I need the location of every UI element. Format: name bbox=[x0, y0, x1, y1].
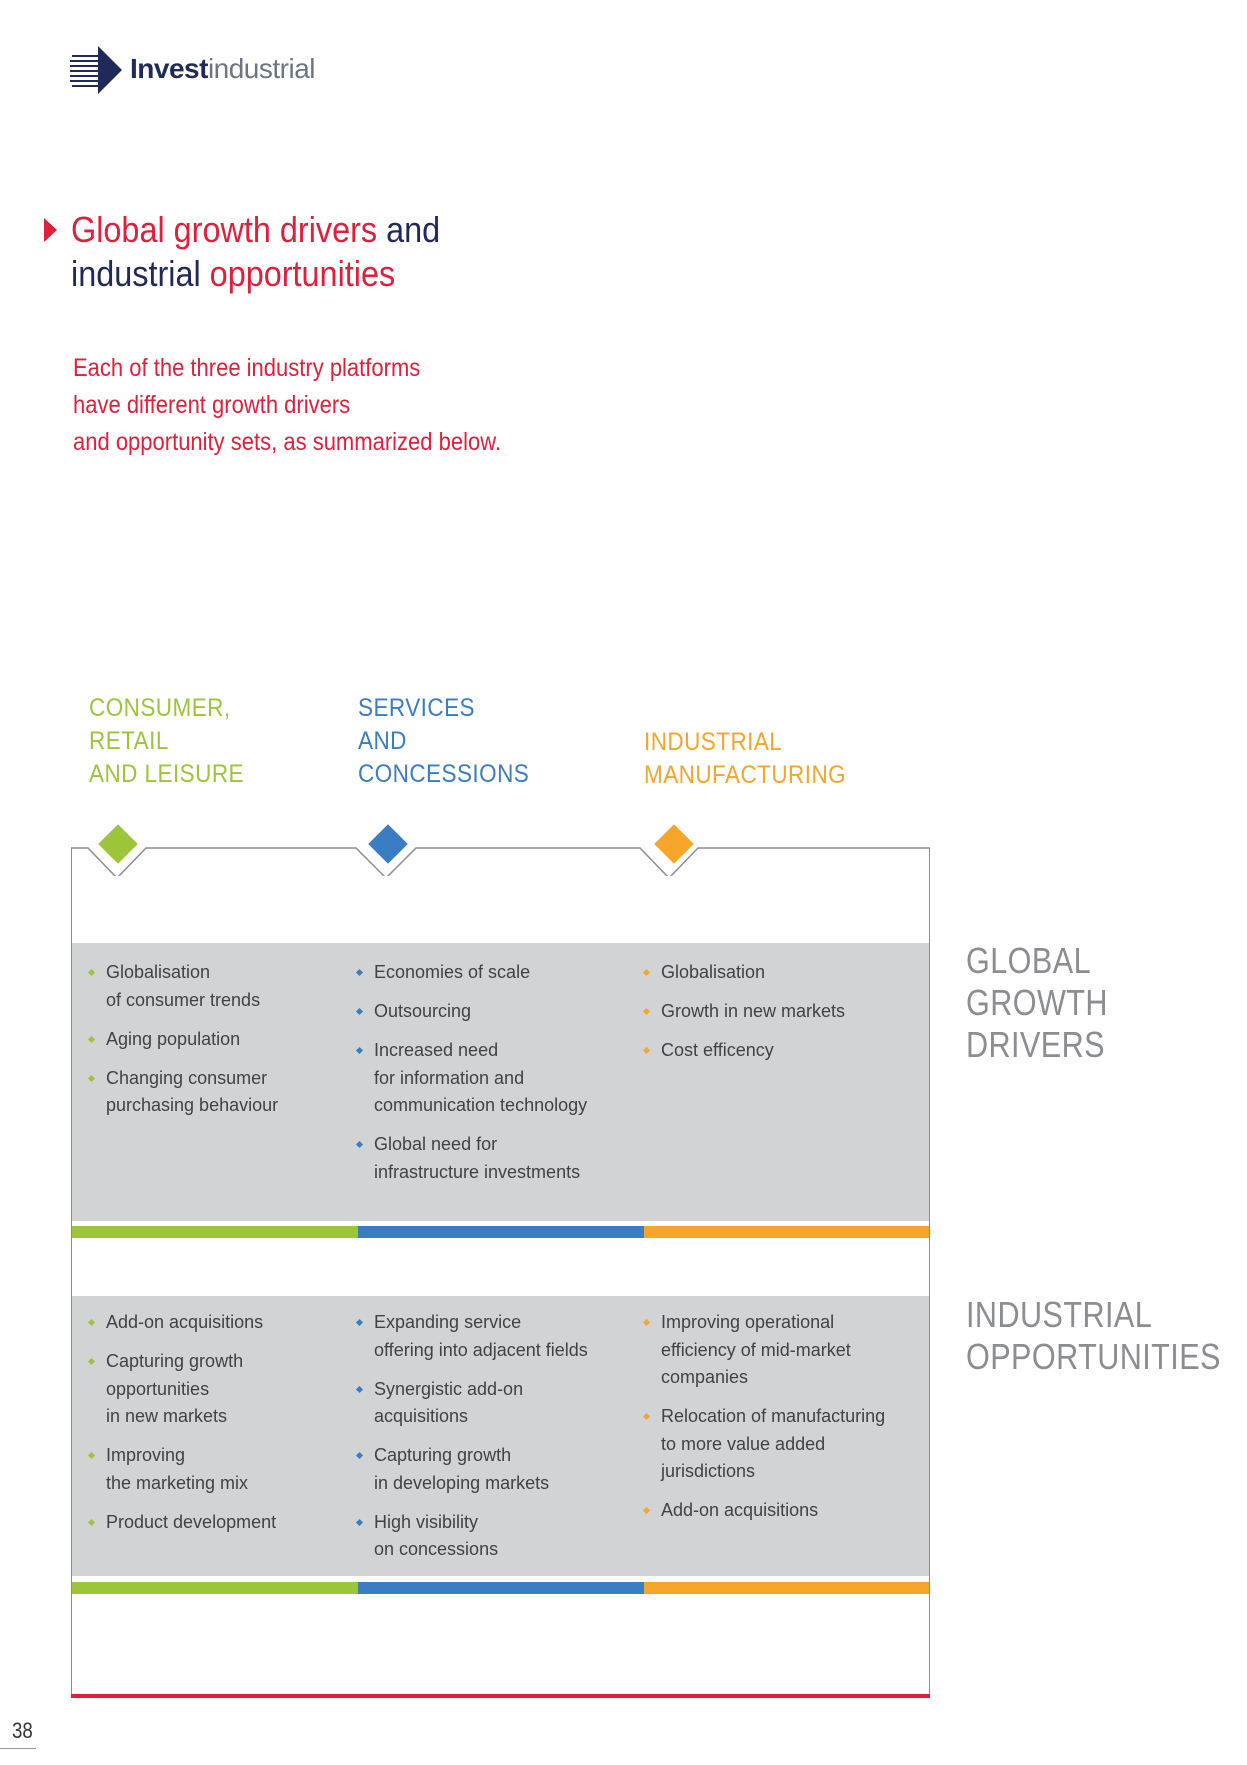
list-item: Outsourcing bbox=[355, 998, 640, 1026]
list-item: Growth in new markets bbox=[642, 998, 927, 1026]
section-label-line: GLOBAL bbox=[966, 940, 1092, 981]
list-item: Economies of scale bbox=[355, 959, 640, 987]
page-title: Global growth drivers and industrial opp… bbox=[71, 208, 440, 296]
list-item: Product development bbox=[87, 1509, 352, 1537]
list-item: Improving operational efficiency of mid-… bbox=[642, 1309, 927, 1392]
list-item: Capturing growth opportunities in new ma… bbox=[87, 1348, 352, 1431]
list-item: Globalisation bbox=[642, 959, 927, 987]
title-part-2: and bbox=[377, 209, 441, 250]
platform-frame bbox=[71, 848, 930, 1696]
list-item: Changing consumer purchasing behaviour bbox=[87, 1065, 352, 1120]
services-color-bar bbox=[358, 1582, 644, 1594]
company-logo: Investindustrial bbox=[70, 44, 330, 100]
title-arrow-icon bbox=[44, 218, 57, 242]
list-item: Improving the marketing mix bbox=[87, 1442, 352, 1497]
list-item: Global need for infrastructure investmen… bbox=[355, 1131, 640, 1186]
heading-line: CONSUMER, bbox=[89, 694, 231, 722]
platform-heading-consumer: CONSUMER, RETAIL AND LEISURE bbox=[89, 692, 244, 791]
intro-line: and opportunity sets, as summarized belo… bbox=[73, 428, 502, 456]
platform-heading-services: SERVICES AND CONCESSIONS bbox=[358, 692, 529, 791]
list-item: Aging population bbox=[87, 1026, 352, 1054]
section-label-growth-drivers: GLOBAL GROWTH DRIVERS bbox=[966, 940, 1108, 1066]
section-label-line: DRIVERS bbox=[966, 1024, 1106, 1065]
list-item: Add-on acquisitions bbox=[642, 1497, 927, 1525]
services-color-bar bbox=[358, 1226, 644, 1238]
logo-text-light: industrial bbox=[207, 53, 316, 84]
opportunities-services-list: Expanding service offering into adjacent… bbox=[355, 1309, 640, 1575]
section-label-line: GROWTH bbox=[966, 982, 1108, 1023]
heading-line: CONCESSIONS bbox=[358, 760, 530, 788]
section-label-line: OPPORTUNITIES bbox=[966, 1336, 1221, 1377]
list-item: Cost efficency bbox=[642, 1037, 927, 1065]
consumer-color-bar bbox=[72, 1582, 358, 1594]
title-part-1: Global growth drivers bbox=[71, 209, 378, 250]
page-number-underline bbox=[0, 1748, 36, 1749]
list-item: Increased need for information and commu… bbox=[355, 1037, 640, 1120]
heading-line: AND LEISURE bbox=[89, 760, 244, 788]
list-item: Synergistic add-on acquisitions bbox=[355, 1376, 640, 1431]
section-label-line: INDUSTRIAL bbox=[966, 1294, 1153, 1335]
heading-line: AND bbox=[358, 727, 407, 755]
frame-top-border bbox=[71, 847, 930, 876]
platform-heading-industrial: INDUSTRIAL MANUFACTURING bbox=[644, 726, 846, 792]
title-part-4: opportunities bbox=[200, 253, 396, 294]
industrial-color-bar bbox=[644, 1582, 929, 1594]
section-label-industrial-opportunities: INDUSTRIAL OPPORTUNITIES bbox=[966, 1294, 1221, 1378]
intro-line: Each of the three industry platforms bbox=[73, 354, 421, 382]
list-item: Expanding service offering into adjacent… bbox=[355, 1309, 640, 1364]
intro-line: have different growth drivers bbox=[73, 391, 351, 419]
list-item: High visibility on concessions bbox=[355, 1509, 640, 1564]
list-item: Capturing growth in developing markets bbox=[355, 1442, 640, 1497]
list-item: Globalisation of consumer trends bbox=[87, 959, 352, 1014]
bottom-red-line bbox=[71, 1694, 930, 1698]
page-number: 38 bbox=[12, 1718, 33, 1743]
heading-line: SERVICES bbox=[358, 694, 475, 722]
consumer-color-bar bbox=[72, 1226, 358, 1238]
list-item: Add-on acquisitions bbox=[87, 1309, 352, 1337]
heading-line: MANUFACTURING bbox=[644, 761, 847, 789]
heading-line: INDUSTRIAL bbox=[644, 728, 783, 756]
title-part-3: industrial bbox=[71, 253, 201, 294]
logo-text-bold: Invest bbox=[130, 53, 208, 84]
heading-line: RETAIL bbox=[89, 727, 169, 755]
intro-text: Each of the three industry platforms hav… bbox=[73, 350, 501, 461]
opportunities-industrial-list: Improving operational efficiency of mid-… bbox=[642, 1309, 927, 1536]
list-item: Relocation of manufacturing to more valu… bbox=[642, 1403, 927, 1486]
logo-mark-icon bbox=[70, 46, 122, 94]
industrial-color-bar bbox=[644, 1226, 929, 1238]
